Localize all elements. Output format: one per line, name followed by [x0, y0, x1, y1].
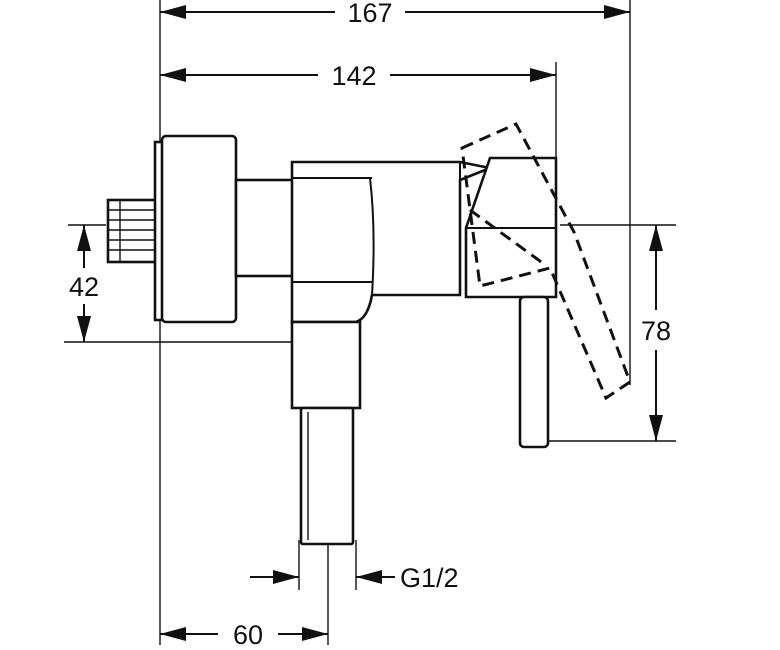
- label-142: 142: [331, 61, 376, 91]
- label-g1-2: G1/2: [400, 563, 459, 593]
- dimension-height: 78: [548, 224, 676, 442]
- lever-handle-rotated: [460, 122, 632, 401]
- label-78: 78: [641, 316, 671, 346]
- lever-handle: [518, 295, 550, 449]
- label-42: 42: [69, 272, 99, 302]
- mixer-body: [106, 122, 632, 546]
- threaded-inlet: [106, 198, 160, 264]
- cover-rosette: [153, 134, 238, 324]
- dimension-overall-width: 167: [159, 0, 631, 645]
- shower-outlet: [290, 320, 362, 546]
- dimension-thread: G1/2: [250, 540, 459, 593]
- connecting-pipe: [234, 178, 298, 278]
- dimension-inlet-offset: 42: [64, 224, 295, 343]
- label-60: 60: [233, 620, 263, 650]
- dimension-handle-width: 142: [160, 61, 557, 160]
- label-167: 167: [347, 0, 392, 28]
- dimension-outlet-offset: 60: [160, 540, 329, 650]
